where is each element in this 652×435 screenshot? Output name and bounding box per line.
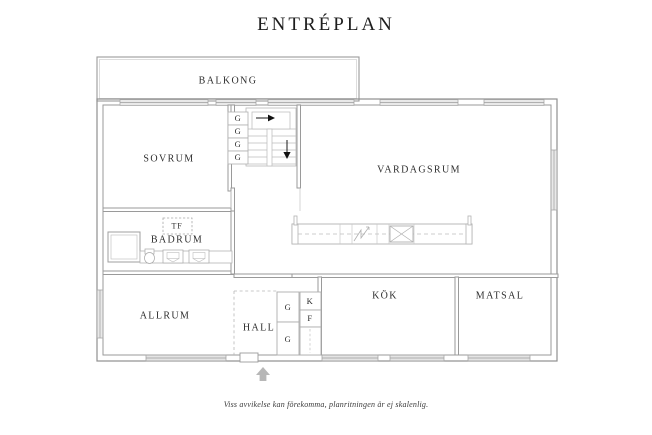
room-label-balkong: BALKONG: [198, 75, 258, 87]
room-label-hall: HALL: [242, 322, 276, 334]
fridge-label: K: [306, 296, 314, 306]
toilet-icon: [144, 248, 155, 264]
stair-wardrobe-2-label: G: [234, 126, 242, 136]
freezer-label: F: [307, 313, 313, 323]
room-label-sovrum: SOVRUM: [143, 153, 195, 165]
page-title: ENTRÉPLAN: [257, 14, 395, 35]
hall-storage-group: [276, 291, 322, 356]
up-arrow-icon: [256, 367, 270, 381]
kitchen-counter: [291, 215, 473, 245]
laundry-marker-label: TF: [171, 221, 183, 231]
stair-wardrobe-group: [227, 111, 249, 165]
room-label-matsal: MATSAL: [475, 290, 525, 302]
window-right-wall: [550, 149, 558, 211]
hall-wardrobe-1-label: G: [284, 302, 292, 312]
windows-bottom: [145, 352, 531, 363]
room-label-kok: KÖK: [372, 290, 398, 302]
shower-icon: [107, 231, 141, 263]
staircase: [245, 107, 297, 167]
stair-wardrobe-3-label: G: [234, 139, 242, 149]
disclaimer-note: Viss avvikelse kan förekomma, planritnin…: [223, 400, 429, 409]
windows-top: [119, 99, 545, 106]
room-label-badrum: BADRUM: [150, 234, 204, 246]
room-label-vardagsrum: VARDAGSRUM: [377, 164, 461, 176]
hall-wardrobe-2-label: G: [284, 334, 292, 344]
window-left-wall: [96, 289, 104, 339]
hall-boundary: [233, 290, 277, 355]
sink-icon-left: [162, 249, 184, 264]
room-label-allrum: ALLRUM: [139, 310, 191, 322]
stair-wardrobe-4-label: G: [234, 152, 242, 162]
bathroom-fixtures: [107, 217, 233, 264]
stair-wardrobe-1-label: G: [234, 113, 242, 123]
stair-direction-arrows: [256, 114, 291, 159]
balcony-outline: [96, 56, 360, 102]
cooktop-icon: [389, 225, 414, 243]
door-openings: [230, 188, 301, 211]
sink-icon-right: [188, 249, 210, 264]
kitchen-sink-icon: [353, 226, 370, 242]
